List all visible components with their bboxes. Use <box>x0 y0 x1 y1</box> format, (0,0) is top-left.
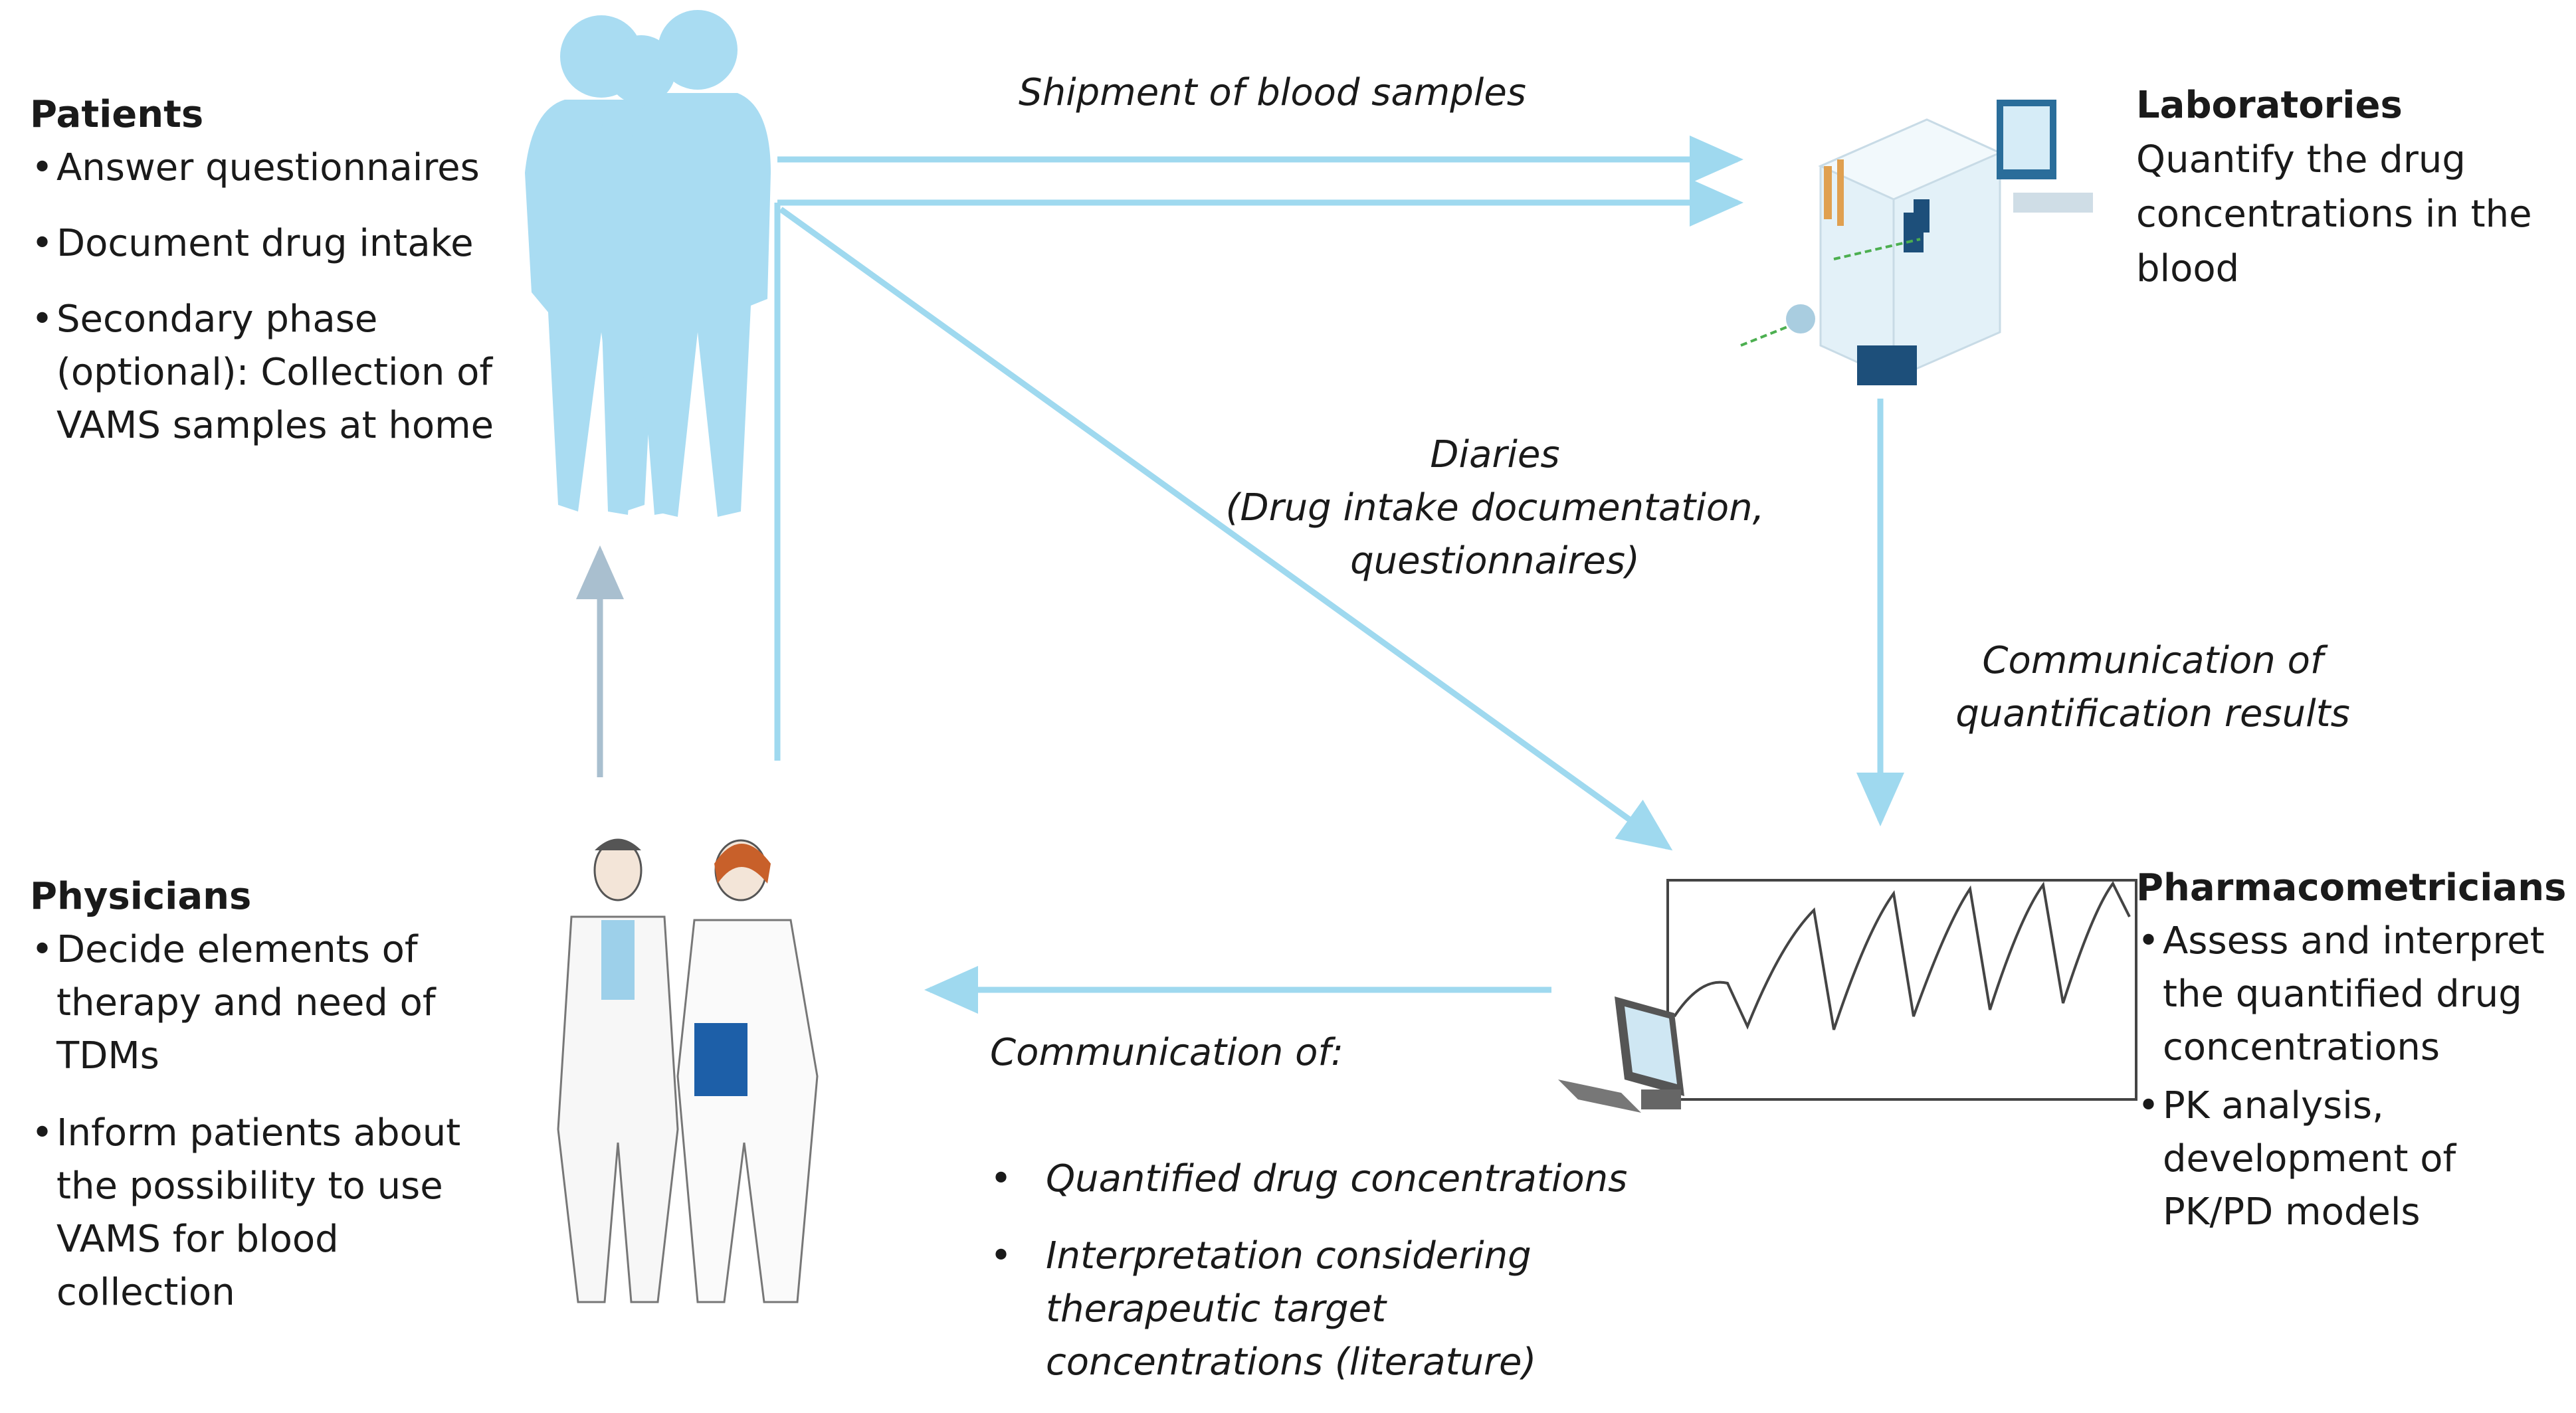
communication-item: Quantified drug concentrations <box>990 1153 1694 1206</box>
diaries-line-2: (Drug intake documentation, <box>1225 486 1765 529</box>
results-line-2: quantification results <box>1955 692 2350 735</box>
communication-item: Interpretation considering therapeutic t… <box>990 1230 1551 1389</box>
pharmacometricians-block: Pharmacometricians Assess and interpret … <box>2136 862 2568 1244</box>
diaries-line-1: Diaries <box>1430 433 1560 476</box>
patients-item: Answer questionnaires <box>30 141 495 195</box>
patients-item: Secondary phase (optional): Collection o… <box>30 293 495 452</box>
physicians-illustration-icon <box>557 838 819 1303</box>
pharmacometricians-item: Assess and interpret the quantified drug… <box>2136 915 2568 1074</box>
diaries-label: Diaries (Drug intake documentation, ques… <box>1209 428 1781 588</box>
pharmacometricians-item: PK analysis, development of PK/PD models <box>2136 1080 2568 1239</box>
physicians-title: Physicians <box>30 875 252 918</box>
pk-curve-monitor-icon <box>1558 879 2137 1113</box>
patients-title: Patients <box>30 93 204 136</box>
results-line-1: Communication of <box>1982 639 2324 682</box>
communication-block: Communication of: Quantified drug concen… <box>990 1026 1694 1413</box>
physicians-item: Inform patients about the possibility to… <box>30 1107 482 1319</box>
patients-block: Patients Answer questionnaires Document … <box>30 88 495 452</box>
laboratories-block: Laboratories Quantify the drug concentra… <box>2136 78 2535 296</box>
patients-silhouette-icon <box>525 10 771 517</box>
laboratories-title: Laboratories <box>2136 84 2403 127</box>
diaries-arrow <box>779 207 1673 851</box>
shipment-label: Shipment of blood samples <box>1019 71 1526 114</box>
pharmacometricians-title: Pharmacometricians <box>2136 866 2567 909</box>
laboratory-icon <box>1740 100 2093 385</box>
patients-item: Document drug intake <box>30 217 495 270</box>
communication-title: Communication of: <box>990 1031 1344 1074</box>
physicians-item: Decide elements of therapy and need of T… <box>30 923 482 1083</box>
laboratories-description: Quantify the drug concentrations in the … <box>2136 138 2532 290</box>
arrows <box>774 136 1904 1014</box>
diaries-line-3: questionnaires) <box>1350 539 1640 583</box>
physicians-block: Physicians Decide elements of therapy an… <box>30 870 482 1325</box>
results-label: Communication of quantification results <box>1927 634 2379 741</box>
